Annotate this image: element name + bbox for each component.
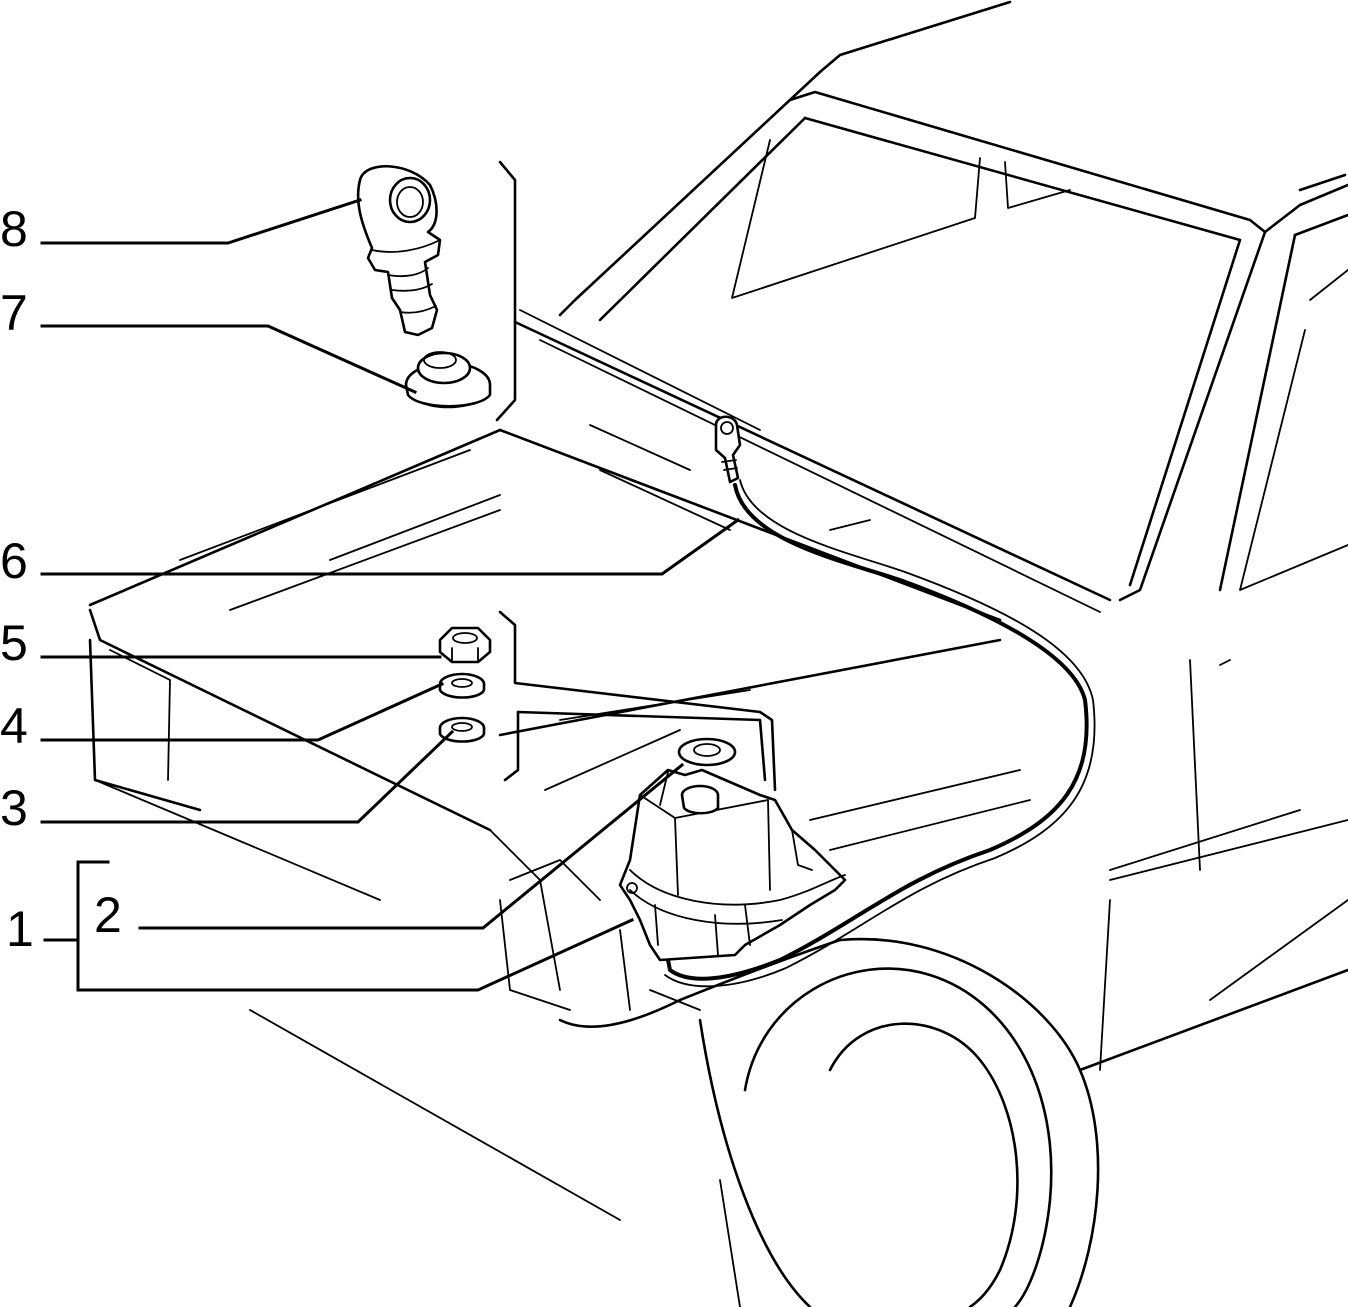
callout-7: 7 [0,285,28,341]
reservoir-cap-part [677,737,737,767]
section-brackets [495,160,777,792]
washer-hose [663,479,1096,988]
callout-6: 6 [0,533,28,589]
washer-part [438,672,486,699]
callout-2: 2 [94,887,122,943]
callout-4: 4 [0,698,28,754]
car-body-outline [88,0,1348,1307]
callout-1: 1 [6,901,34,957]
callout-8: 8 [0,201,28,257]
leader-6 [40,517,741,576]
reservoir-tank-part [618,768,847,962]
nozzle-elbow-part [356,165,442,337]
nut-part [438,626,492,664]
leader-2 [138,762,685,930]
leader-8 [40,198,362,245]
bracket-1 [76,860,634,992]
callout-5: 5 [0,615,28,671]
grommet-part [404,351,492,409]
callout-labels: 8 7 6 5 4 3 2 1 [0,201,122,957]
leader-7 [40,324,417,394]
jet-nozzle-part [714,415,742,484]
leader-4 [40,682,444,742]
leader-3 [40,729,455,824]
leader-lines [40,198,741,992]
callout-3: 3 [0,780,28,836]
